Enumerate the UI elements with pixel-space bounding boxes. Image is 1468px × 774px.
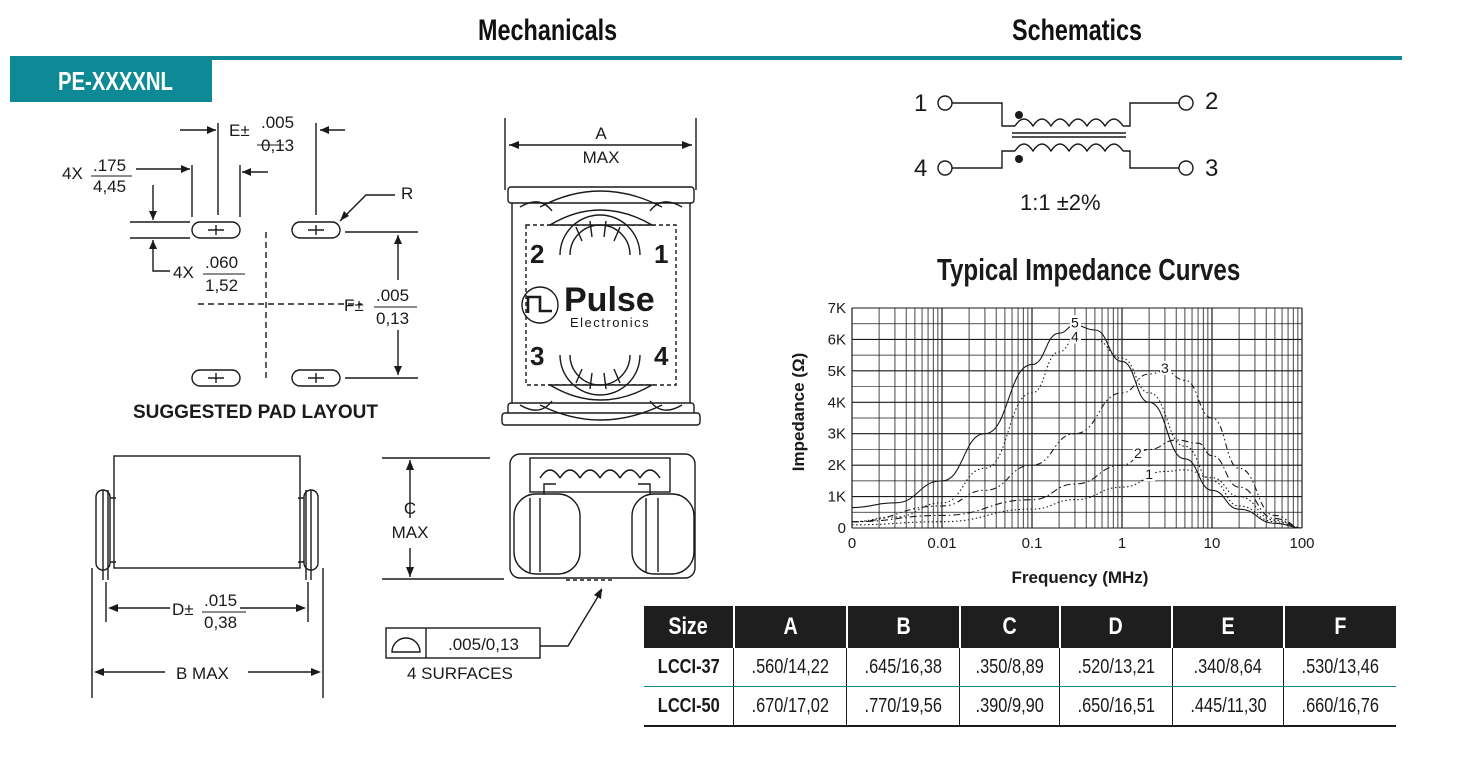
y-tick-label: 3K	[828, 426, 846, 443]
chart-title: Typical Impedance Curves	[937, 252, 1241, 287]
dim-width-mm: 4,45	[93, 177, 126, 196]
pad-layout-drawing: E± .005 0,13 4X .175 4,45 4X .060 1,52 F…	[62, 113, 418, 387]
col-f: F	[1282, 606, 1396, 648]
series-line-1	[851, 469, 1303, 529]
pad-top-left	[191, 221, 241, 239]
schematic-pin-2: 2	[1205, 88, 1218, 115]
series-line-2	[851, 439, 1303, 529]
dim-c-sub: MAX	[392, 523, 429, 542]
dim-a-label: A	[595, 124, 607, 143]
dim-d-prefix: D±	[172, 600, 194, 619]
radius-label: R	[401, 184, 413, 203]
col-d: D	[1058, 606, 1173, 648]
schematic-pin-1: 1	[914, 90, 927, 117]
col-size: Size	[644, 606, 734, 648]
series-line-5	[851, 324, 1303, 529]
part-number-tab: PE-XXXXNL	[10, 58, 212, 102]
dim-height-mm: 1,52	[205, 276, 238, 295]
series-line-3	[851, 370, 1303, 529]
section-rule	[10, 56, 1402, 60]
x-axis-label: Frequency (MHz)	[1012, 568, 1149, 587]
y-tick-label: 5K	[828, 363, 846, 380]
y-tick-label: 6K	[828, 331, 846, 348]
series-line-4	[851, 338, 1303, 529]
x-tick-label: 1	[1118, 535, 1126, 552]
coplanarity-value: .005/0,13	[448, 635, 519, 654]
dim-e-prefix: E±	[229, 121, 250, 140]
series-label-5: 5	[1071, 314, 1079, 330]
dim-height-inch: .060	[205, 253, 238, 272]
dim-d-inch: .015	[204, 591, 237, 610]
chart-labels: 0 1K 2K 3K 4K 5K 6K 7K 0 0.01 0.1 1 10 100	[828, 300, 1315, 552]
x-tick-label: 100	[1289, 535, 1314, 552]
logo-pulse: Pulse	[564, 281, 655, 319]
series-label-1: 1	[1145, 466, 1153, 482]
schematic-pin-4: 4	[914, 155, 927, 182]
dim-b-label: B MAX	[176, 664, 229, 683]
y-tick-label: 0	[838, 520, 846, 537]
y-tick-label: 1K	[828, 489, 846, 506]
series-label-bg	[1069, 329, 1081, 344]
chart-series-group: 54 3 21	[851, 314, 1303, 529]
y-tick-label: 2K	[828, 457, 846, 474]
series-label-bg	[1159, 360, 1171, 375]
logo-electronics: Electronics	[570, 315, 650, 330]
part-number-label: PE-XXXXNL	[58, 66, 173, 96]
dim-f-prefix: F±	[344, 296, 364, 315]
end-view-drawing: C MAX .005/0,13 4 SURFACES	[382, 453, 696, 683]
table-header-row: Size A B C D E F	[644, 606, 1396, 648]
schematic-pin-3: 3	[1205, 155, 1218, 182]
side-view-drawing: D± .015 0,38 B MAX	[91, 455, 324, 698]
row-size-lcci37: LCCI-37	[657, 655, 720, 678]
pad-bottom-right	[291, 369, 341, 387]
col-c: C	[958, 606, 1060, 648]
x-tick-label: 0.01	[927, 535, 956, 552]
surfaces-label: 4 SURFACES	[407, 664, 513, 683]
x-tick-label: 0.1	[1022, 535, 1043, 552]
series-label-bg	[1069, 315, 1081, 330]
dim-f-mm: 0,13	[376, 309, 409, 328]
y-tick-label: 4K	[828, 394, 846, 411]
schematic-drawing: 1 2 4 3 1:1 ±2%	[914, 88, 1218, 215]
mechanicals-heading: Mechanicals	[478, 14, 618, 47]
dim-f-inch: .005	[376, 286, 409, 305]
dimension-table: Size A B C D E F LCCI-37 .560/14,22 .645…	[644, 606, 1396, 727]
series-label-3: 3	[1161, 360, 1169, 376]
series-label-2: 2	[1134, 445, 1142, 461]
col-e: E	[1171, 606, 1284, 648]
dim-a-sub: MAX	[583, 148, 620, 167]
pad-layout-caption: SUGGESTED PAD LAYOUT	[133, 402, 378, 423]
series-label-4: 4	[1071, 328, 1079, 344]
pin-label-3: 3	[530, 341, 544, 371]
top-view-drawing: 2 1 3 4 Pulse Electronics A MAX	[501, 118, 701, 426]
pad-top-right	[291, 221, 341, 239]
y-tick-label: 7K	[828, 300, 846, 317]
x-tick-label: 0	[848, 535, 856, 552]
col-b: B	[845, 606, 960, 648]
col-a: A	[732, 606, 847, 648]
dim-c-label: C	[404, 499, 416, 518]
schematics-heading: Schematics	[1012, 14, 1143, 47]
row-size-lcci50: LCCI-50	[657, 694, 720, 717]
pad-bottom-left	[191, 369, 241, 387]
pin-label-4: 4	[654, 341, 669, 371]
dim-width-inch: .175	[93, 156, 126, 175]
pin-label-1: 1	[654, 239, 668, 269]
x-tick-label: 10	[1204, 535, 1221, 552]
turns-ratio: 1:1 ±2%	[1020, 190, 1101, 215]
table-row: LCCI-37 .560/14,22 .645/16,38 .350/8,89 …	[644, 648, 1396, 687]
pin-label-2: 2	[530, 239, 544, 269]
dim-width-prefix: 4X	[62, 164, 83, 183]
dim-e-inch: .005	[261, 113, 294, 132]
dim-height-prefix: 4X	[173, 263, 194, 282]
table-row: LCCI-50 .670/17,02 .770/19,56 .390/9,90 …	[644, 686, 1396, 727]
series-label-bg	[1144, 467, 1156, 482]
series-label-bg	[1132, 445, 1144, 460]
y-axis-label: Impedance (Ω)	[789, 353, 808, 472]
dim-d-mm: 0,38	[204, 613, 237, 632]
